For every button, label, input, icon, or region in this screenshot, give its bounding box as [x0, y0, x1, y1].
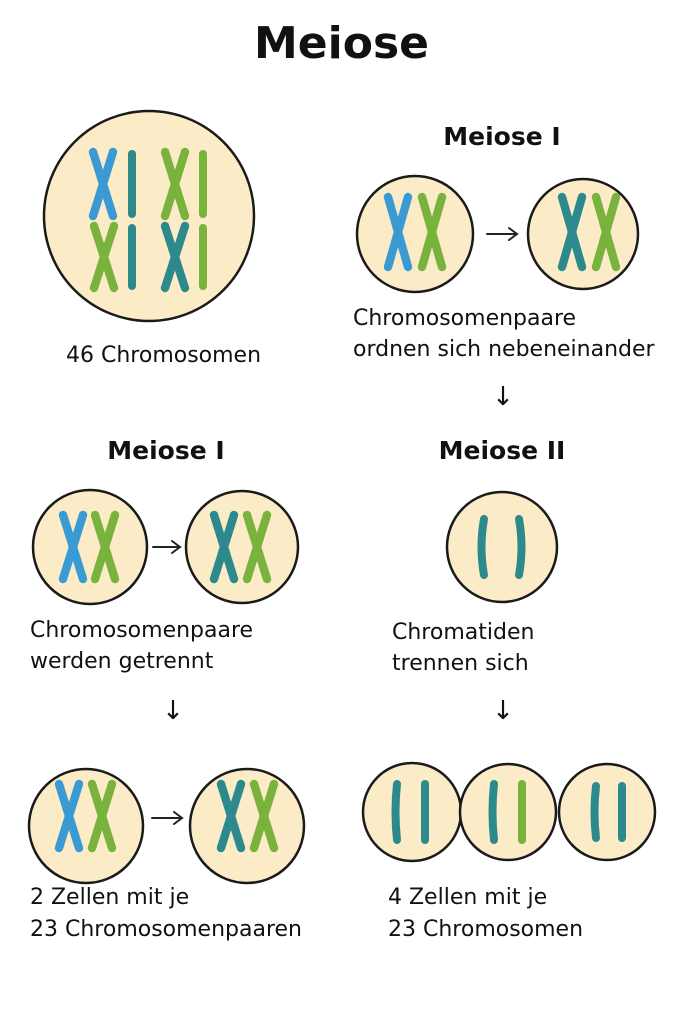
- arrow-head: [171, 540, 182, 554]
- cell-46-chromosomes: [42, 109, 256, 323]
- chromosome-green-x: [89, 221, 119, 293]
- caption-chromatids-separate-line1: Chromatiden: [392, 620, 535, 645]
- heading-meiose-2: Meiose II: [438, 436, 566, 465]
- cell-result-a: [27, 767, 145, 885]
- chromatid-teal: [488, 780, 498, 844]
- caption-two-cells-line1: 2 Zellen mit je: [30, 885, 190, 910]
- right-arrow-bottom: [151, 811, 184, 825]
- chromatid-teal: [590, 782, 600, 842]
- chromosome-green-x: [417, 192, 447, 272]
- cell-final-a: [361, 761, 463, 863]
- chromatid-teal: [477, 515, 488, 579]
- cell-meiose1-mid-b: [184, 489, 300, 605]
- chromatid: [417, 192, 447, 272]
- chromatid-teal: [391, 780, 401, 844]
- chromosome-teal-x: [209, 510, 239, 584]
- chromatid: [216, 779, 246, 853]
- cell-meiose1-mid-a: [31, 488, 149, 606]
- down-arrow-top-right: ↓: [492, 382, 514, 412]
- cell-meiose2: [445, 490, 559, 604]
- chromosome-blue-x: [88, 147, 118, 221]
- arrow-head: [173, 811, 184, 825]
- cell-meiose1-top-a: [355, 174, 475, 294]
- chromosome-green-x: [87, 779, 117, 853]
- caption-pairs-align-line2: ordnen sich nebeneinander: [353, 337, 655, 362]
- chromatid: [557, 192, 587, 272]
- chromatid: [89, 221, 119, 293]
- chromatid: [90, 510, 120, 584]
- chromosome-green-x: [249, 779, 279, 853]
- caption-four-cells-line2: 23 Chromosomen: [388, 917, 584, 942]
- cell-final-c: [557, 762, 657, 862]
- caption-pairs-separated-line2: werden getrennt: [30, 649, 214, 674]
- heading-meiose-1-mid: Meiose I: [107, 436, 225, 465]
- chromatid: [383, 192, 413, 272]
- chromatid: [54, 779, 84, 853]
- chromatid: [242, 510, 272, 584]
- chromosome-green-x: [160, 147, 190, 221]
- heading-meiose-1-top: Meiose I: [443, 122, 561, 151]
- chromatid: [209, 510, 239, 584]
- chromosome-green-x: [90, 510, 120, 584]
- chromosome-teal-x: [557, 192, 587, 272]
- chromosome-teal-x: [160, 221, 190, 293]
- down-arrow-mid-left: ↓: [162, 696, 184, 726]
- right-arrow-top: [486, 227, 519, 241]
- chromosome-blue-x: [58, 510, 88, 584]
- arrow-head: [508, 227, 519, 241]
- caption-chromatids-separate-line2: trennen sich: [392, 651, 529, 676]
- chromosome-blue-x: [383, 192, 413, 272]
- caption-46-chromosomes: 46 Chromosomen: [66, 343, 262, 368]
- chromatid: [88, 147, 118, 221]
- chromosome-green-x: [242, 510, 272, 584]
- down-arrow-mid-right: ↓: [492, 696, 514, 726]
- chromatid: [87, 779, 117, 853]
- caption-pairs-separated-line1: Chromosomenpaare: [30, 618, 254, 643]
- cell-final-b: [458, 762, 558, 862]
- chromatid-teal: [515, 515, 526, 579]
- chromatid: [591, 192, 621, 272]
- cell-result-b: [188, 767, 306, 885]
- chromosome-blue-x: [54, 779, 84, 853]
- chromatid: [58, 510, 88, 584]
- chromosome-teal-x: [216, 779, 246, 853]
- chromatid: [160, 147, 190, 221]
- chromatid: [249, 779, 279, 853]
- chromosome-green-x: [591, 192, 621, 272]
- caption-two-cells-line2: 23 Chromosomenpaaren: [30, 917, 303, 942]
- chromatid: [160, 221, 190, 293]
- caption-four-cells-line1: 4 Zellen mit je: [388, 885, 548, 910]
- page-title: Meiose: [254, 18, 429, 69]
- right-arrow-mid: [152, 540, 182, 554]
- caption-pairs-align-line1: Chromosomenpaare: [353, 306, 577, 331]
